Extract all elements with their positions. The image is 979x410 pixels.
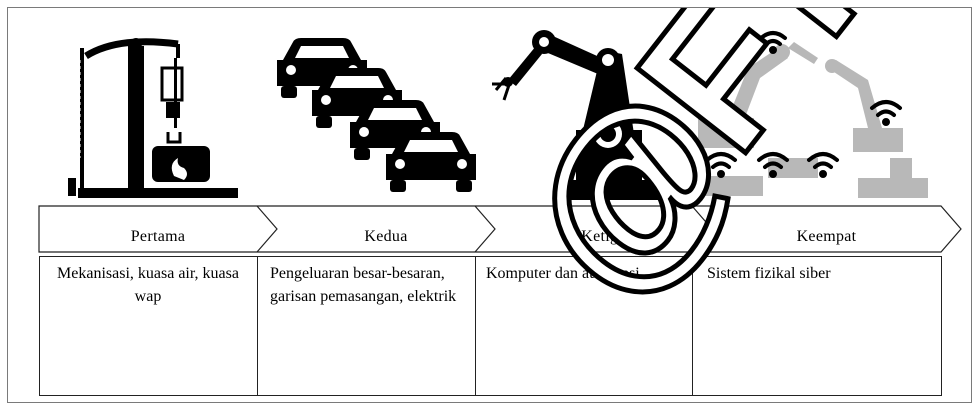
chevron-divider-3 — [691, 205, 713, 253]
stage-label-keempat: Keempat — [796, 228, 857, 245]
connected-robots-wifi-icon — [698, 31, 928, 198]
description-kedua: Pengeluaran besar-besaran, garisan pemas… — [258, 256, 476, 396]
description-pertama: Mekanisasi, kuasa air, kuasa wap — [39, 256, 258, 396]
car-assembly-line-icon — [277, 38, 476, 192]
steam-engine-icon — [68, 38, 238, 198]
description-table — [39, 256, 942, 396]
robotic-arm-icon — [492, 30, 668, 200]
stage-label-kedua: Kedua — [364, 228, 408, 245]
illustration-row — [68, 30, 928, 200]
stage-arrow-banner — [38, 205, 962, 253]
chevron-divider-2 — [474, 205, 496, 253]
stage-label-ketiga: Ketiga — [581, 228, 626, 245]
stage-label-pertama: Pertama — [130, 228, 186, 245]
chevron-divider-1 — [256, 205, 278, 253]
arrow-outline — [38, 205, 962, 253]
diagram-frame: Pertama Kedua Ketiga Keempat Mekanisasi,… — [7, 7, 972, 403]
description-ketiga: Komputer dan automasi — [476, 256, 693, 396]
description-keempat: Sistem fizikal siber — [707, 265, 831, 282]
